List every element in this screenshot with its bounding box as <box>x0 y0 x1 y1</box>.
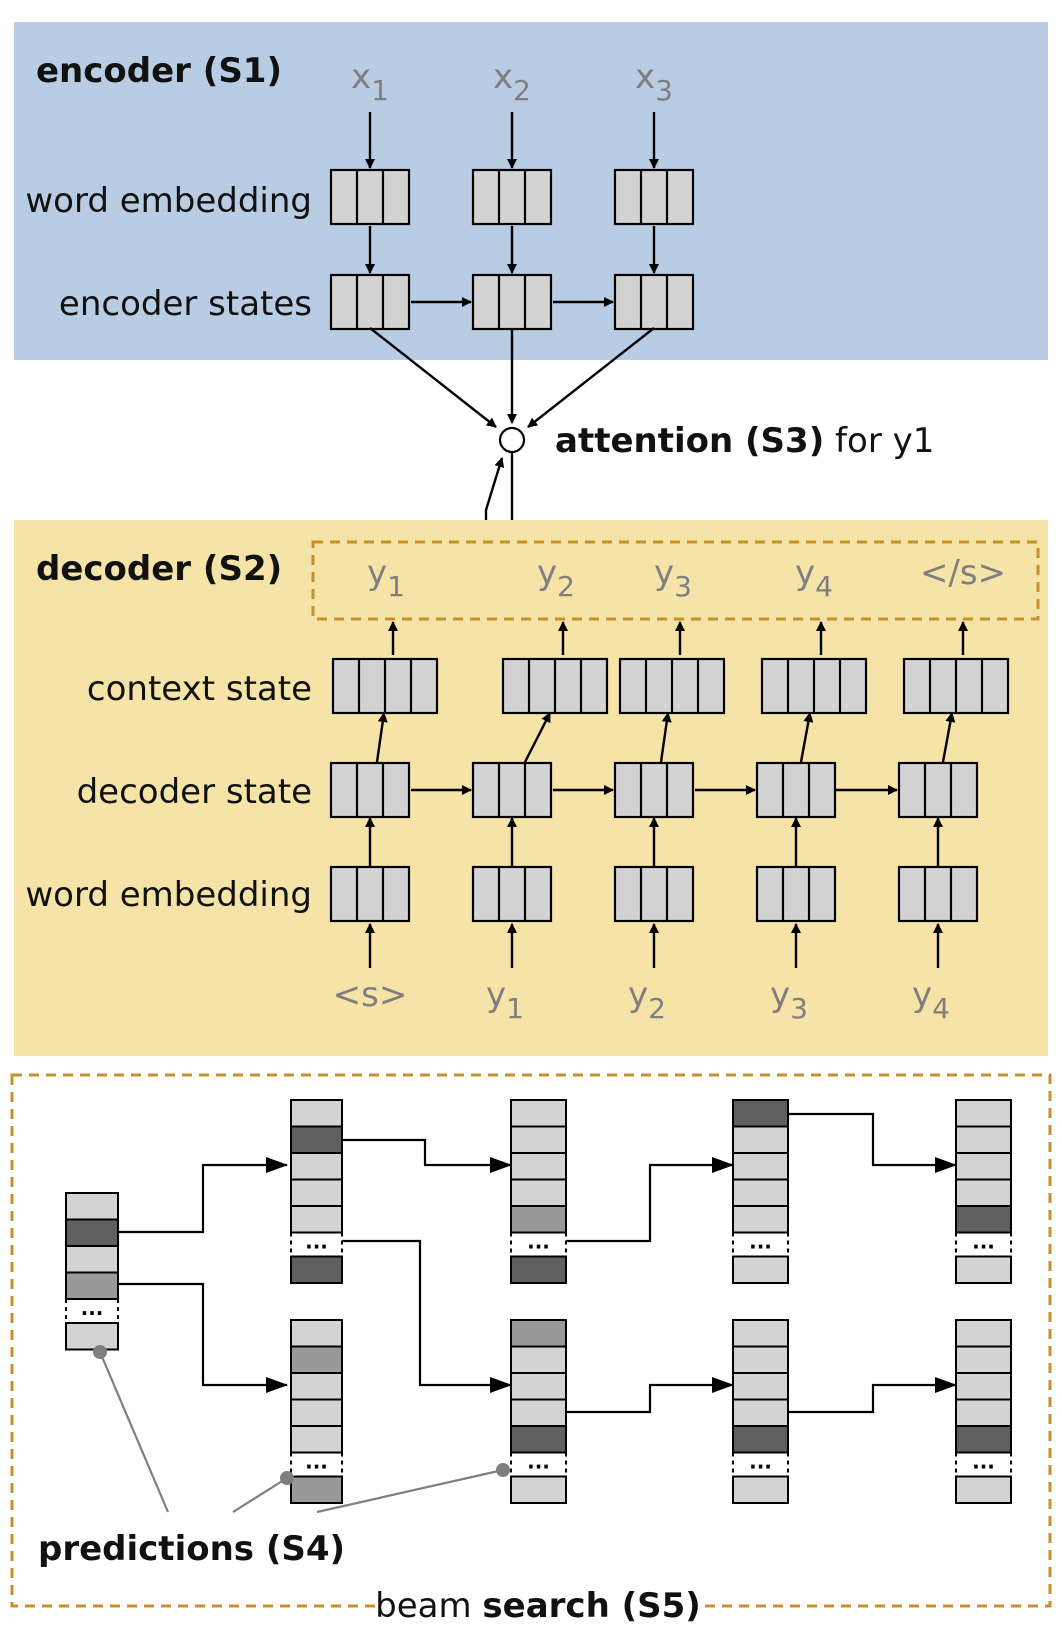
beam-col3-bottom: ... <box>732 1319 789 1504</box>
beam-col1-bottom: ... <box>290 1319 343 1504</box>
prediction-dot-3 <box>496 1463 510 1477</box>
encoder-word-embedding-label: word embedding <box>25 181 312 221</box>
beam-ellipsis: ... <box>972 1450 995 1474</box>
prediction-callout-2 <box>232 1477 288 1513</box>
decoder-embedding-1 <box>329 865 411 923</box>
beam-prediction-columns: ........................... <box>65 1099 1012 1504</box>
arrow-state1-attention <box>369 327 497 428</box>
beam-link-c2top-c3top <box>566 1157 734 1243</box>
beam-search-section: beam search (S5) predictions (S4) ......… <box>10 1073 1052 1628</box>
arrow-dstate5-context5 <box>941 712 956 763</box>
decoder-output-2: y2 <box>537 553 575 603</box>
decoder-output-tokens: y1 y2 y3 y4 </s> <box>367 553 1006 603</box>
beam-ellipsis: ... <box>749 1230 772 1254</box>
prediction-callout-1 <box>98 1351 170 1513</box>
decoder-input-4: y3 <box>770 975 808 1025</box>
decoder-vectors <box>329 657 1010 923</box>
decoder-output-1: y1 <box>367 553 405 603</box>
encoder-input-tokens: x1 x2 x3 <box>351 57 673 107</box>
beam-ellipsis: ... <box>972 1230 995 1254</box>
beam-col2-bottom: ... <box>510 1319 567 1504</box>
decoder-input-5: y4 <box>912 975 950 1025</box>
encoder-state-1 <box>329 273 411 331</box>
encoder-embedding-2 <box>471 168 553 226</box>
decoder-input-3: y2 <box>628 975 666 1025</box>
beam-link-c3top-c4top <box>788 1112 957 1173</box>
decoder-word-embedding-label: word embedding <box>25 875 312 915</box>
decoder-title: decoder (S2) <box>36 549 282 589</box>
beam-link-c3bottom-c4bottom <box>788 1377 957 1414</box>
encoder-input-x1: x1 <box>351 57 389 107</box>
attention-label: attention (S3) for y1 <box>555 421 934 461</box>
beam-ellipsis: ... <box>305 1230 328 1254</box>
decoder-output-5: </s> <box>920 553 1006 593</box>
decoder-context-state-2 <box>501 657 609 715</box>
decoder-context-state-3 <box>618 657 726 715</box>
decoder-embedding-5 <box>897 865 979 923</box>
arrow-dstate1-context1 <box>375 712 388 763</box>
encoder-embedding-1 <box>329 168 411 226</box>
prediction-dot-2 <box>280 1471 294 1485</box>
decoder-output-frame <box>311 540 1040 621</box>
prediction-dot-1 <box>93 1345 107 1359</box>
beam-link-c2bottom-c3bottom <box>566 1377 734 1414</box>
arrow-dstate4-context4 <box>799 712 814 763</box>
beam-col4-bottom: ... <box>955 1319 1012 1504</box>
beam-label-background <box>378 1584 698 1628</box>
beam-search-frame <box>10 1073 1052 1608</box>
beam-ellipsis: ... <box>527 1450 550 1474</box>
beam-link-root-top <box>118 1157 288 1234</box>
arrow-dstate2-context2 <box>523 712 552 763</box>
predictions-label: predictions (S4) <box>38 1529 345 1569</box>
beam-link-c1top-c2top <box>342 1138 512 1173</box>
arrow-dstate3-context3 <box>659 712 672 763</box>
beam-col1-top: ... <box>290 1099 343 1284</box>
encoder-input-x2: x2 <box>493 57 531 107</box>
beam-ellipsis: ... <box>305 1450 328 1474</box>
encoder-input-x3: x3 <box>635 57 673 107</box>
decoder-context-state-1 <box>331 657 439 715</box>
arrow-state3-attention <box>527 327 655 428</box>
beam-ellipsis: ... <box>527 1230 550 1254</box>
decoder-state-1 <box>329 761 411 819</box>
encoder-section: encoder (S1) word embedding encoder stat… <box>14 22 1048 360</box>
decoder-embedding-2 <box>471 865 553 923</box>
decoder-context-state-4 <box>760 657 868 715</box>
decoder-state-2 <box>471 761 553 819</box>
encoder-states-label: encoder states <box>59 284 312 324</box>
beam-search-label: beam search (S5) <box>375 1586 701 1626</box>
beam-col4-top: ... <box>955 1099 1012 1284</box>
decoder-context-state-5 <box>902 657 1010 715</box>
prediction-callout-3 <box>316 1468 504 1514</box>
encoder-embedding-3 <box>613 168 695 226</box>
decoder-input-1: <s> <box>333 975 408 1015</box>
decoder-state-5 <box>897 761 979 819</box>
beam-col3-top: ... <box>732 1099 789 1284</box>
decoder-state-3 <box>613 761 695 819</box>
decoder-state-4 <box>755 761 837 819</box>
decoder-input-2: y1 <box>486 975 524 1025</box>
encoder-vectors <box>329 168 695 331</box>
attention-node <box>498 426 526 454</box>
decoder-state-label: decoder state <box>77 772 312 812</box>
beam-ellipsis: ... <box>81 1296 104 1320</box>
encoder-title: encoder (S1) <box>36 51 282 91</box>
decoder-embedding-4 <box>755 865 837 923</box>
encoder-state-3 <box>613 273 695 331</box>
decoder-output-3: y3 <box>654 553 692 603</box>
decoder-embedding-3 <box>613 865 695 923</box>
decoder-input-tokens: <s> y1 y2 y3 y4 <box>333 975 950 1025</box>
decoder-output-4: y4 <box>795 553 833 603</box>
beam-link-c1top-c2bottom <box>342 1239 512 1393</box>
decoder-section: decoder (S2) context state decoder state… <box>14 520 1048 1056</box>
beam-link-root-bottom <box>118 1282 288 1393</box>
beam-root-column: ... <box>65 1192 119 1351</box>
beam-col2-top: ... <box>510 1099 567 1284</box>
encoder-state-2 <box>471 273 553 331</box>
decoder-context-state-label: context state <box>87 669 312 709</box>
beam-ellipsis: ... <box>749 1450 772 1474</box>
